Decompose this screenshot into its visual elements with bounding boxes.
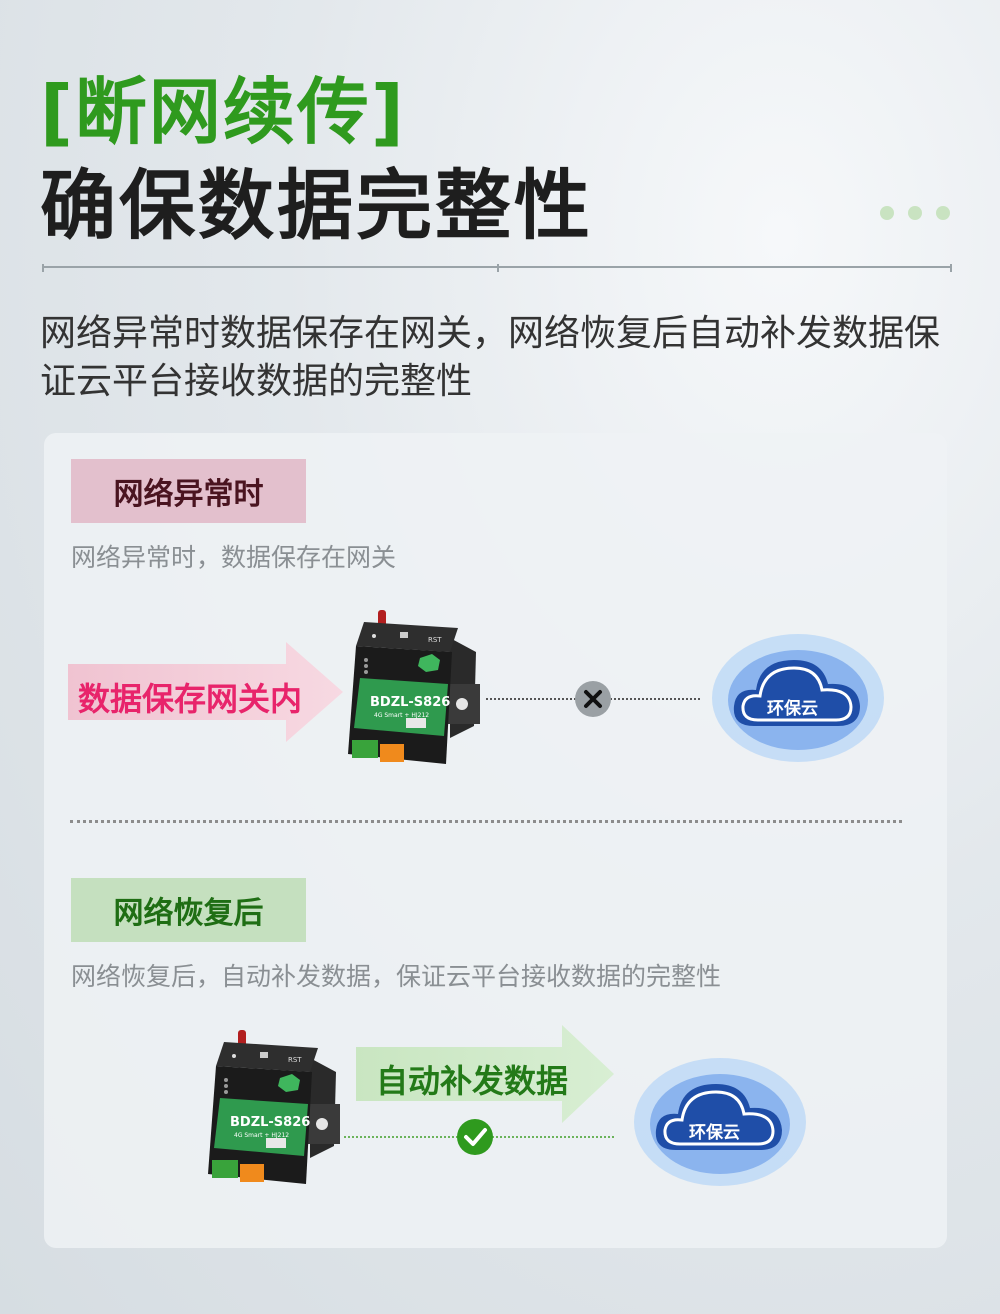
device-model-label: BDZL-S826 xyxy=(230,1115,311,1130)
arrow-label-resend: 自动补发数据 xyxy=(376,1062,569,1100)
subtitle-abnormal: 网络异常时，数据保存在网关 xyxy=(71,543,397,572)
gateway-device: BDZL-S826 4G Smart + HJ212 RST xyxy=(200,1028,350,1198)
rule-tick xyxy=(42,264,44,272)
device-rst-label: RST xyxy=(428,636,442,644)
cloud-label: 环保云 xyxy=(689,1123,740,1143)
device-submodel-label: 4G Smart + HJ212 xyxy=(374,712,430,719)
cloud-platform: 环保云 xyxy=(710,630,885,765)
rule-tick xyxy=(497,264,499,272)
section-divider xyxy=(70,820,902,823)
device-model-label: BDZL-S826 xyxy=(370,695,451,710)
device-submodel-label: 4G Smart + HJ212 xyxy=(234,1132,290,1139)
x-circle-icon xyxy=(575,681,611,717)
decorative-dots xyxy=(880,206,950,220)
rule-tick xyxy=(950,264,952,272)
tag-network-abnormal: 网络异常时 xyxy=(71,459,306,523)
bracket-title: [断网续传] xyxy=(40,70,406,154)
check-circle-icon xyxy=(457,1119,493,1155)
gateway-device: BDZL-S826 4G Smart + HJ212 RST xyxy=(340,608,490,778)
pink-arrow xyxy=(68,642,343,742)
arrow-label-save: 数据保存网关内 xyxy=(78,680,303,718)
green-arrow xyxy=(356,1025,614,1123)
cloud-label: 环保云 xyxy=(767,699,818,719)
device-rst-label: RST xyxy=(288,1056,302,1064)
tag-network-recovered: 网络恢复后 xyxy=(71,878,306,942)
subtitle-recovered: 网络恢复后，自动补发数据，保证云平台接收数据的完整性 xyxy=(71,962,722,991)
page-title: 确保数据完整性 xyxy=(40,161,593,250)
cloud-platform: 环保云 xyxy=(632,1054,807,1189)
page-description: 网络异常时数据保存在网关，网络恢复后自动补发数据保证云平台接收数据的完整性 xyxy=(40,313,941,402)
